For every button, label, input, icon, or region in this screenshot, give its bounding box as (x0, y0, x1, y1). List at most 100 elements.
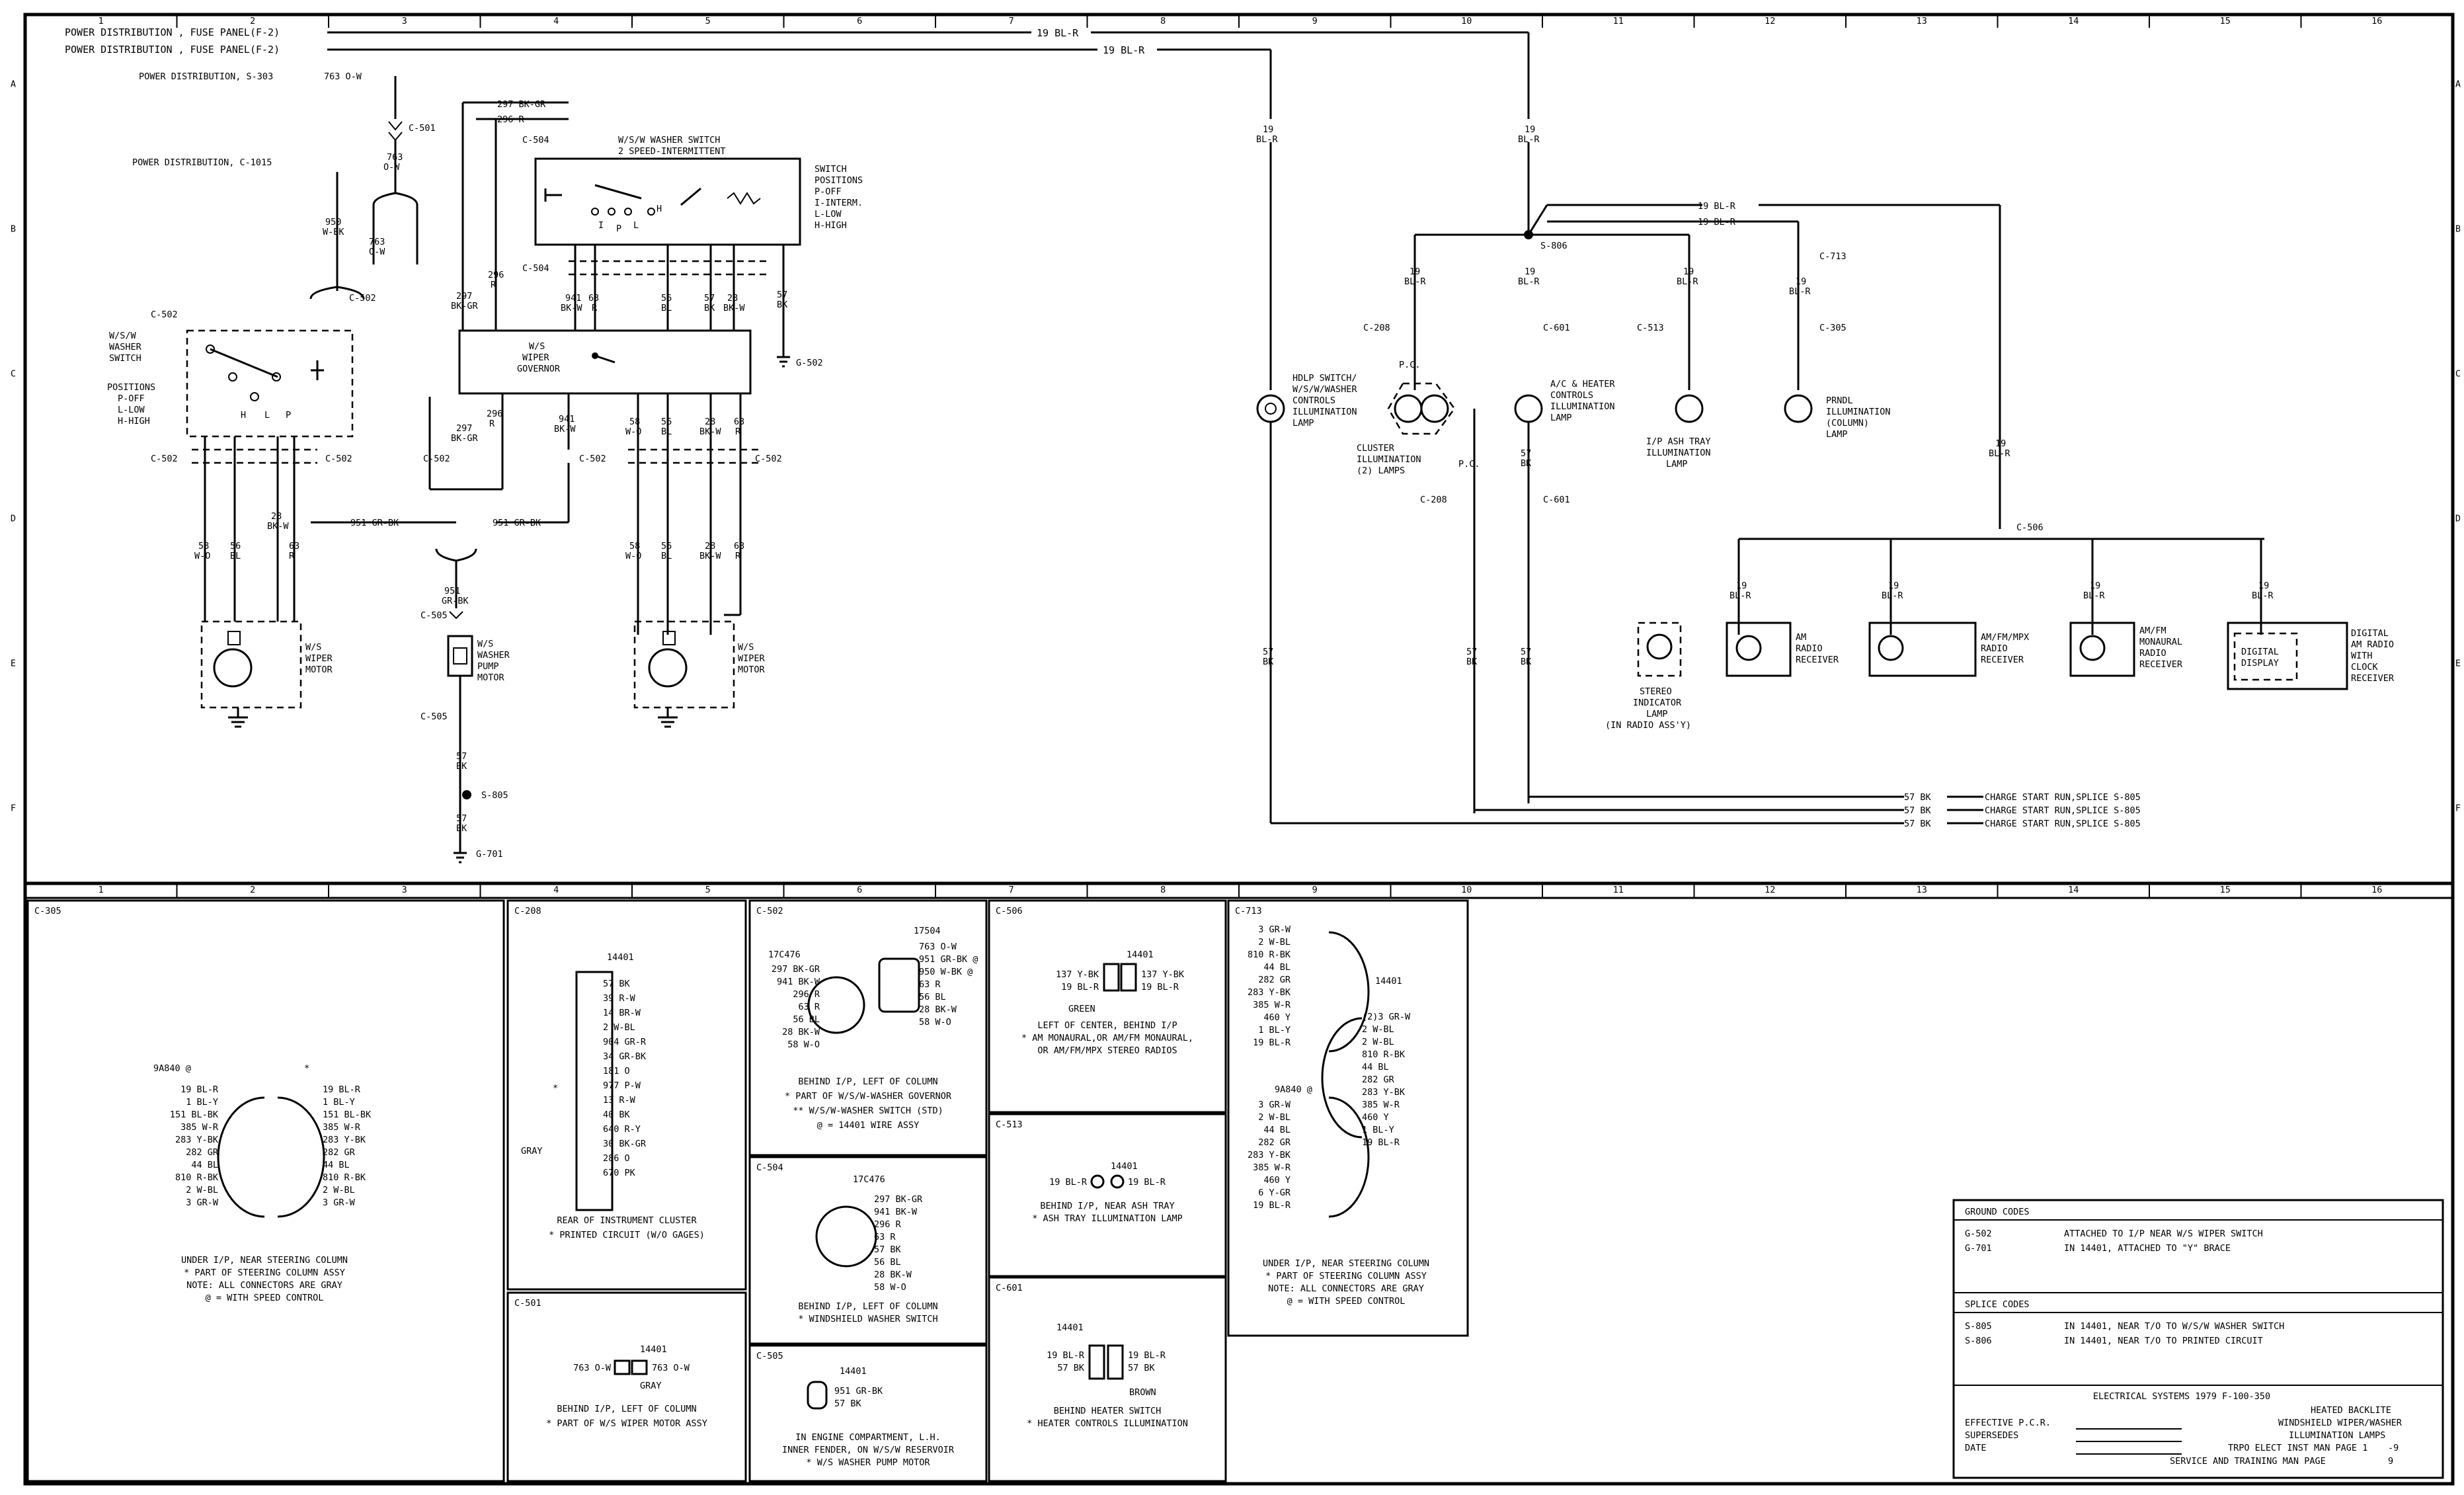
c305-left-line: 810 R-BK (175, 1172, 219, 1183)
svg-text:C-513: C-513 (996, 1119, 1023, 1130)
c504-pins-line: 56 BL (874, 1257, 901, 1268)
svg-text:19 BL-R: 19 BL-R (1698, 201, 1736, 212)
svg-text:C-501: C-501 (514, 1298, 541, 1309)
c305-caption: UNDER I/P, NEAR STEERING COLUMN* PART OF… (181, 1255, 348, 1303)
svg-text:IN 14401, NEAR T/O TO W/S/W WA: IN 14401, NEAR T/O TO W/S/W WASHER SWITC… (2064, 1321, 2284, 1332)
wiper-motor-left-box (200, 620, 302, 709)
c504-pins-line: 296 R (874, 1219, 902, 1230)
ash-tray-lamp (1675, 394, 1704, 423)
svg-text:C-505: C-505 (756, 1351, 783, 1361)
c208-pins-line: 640 R-Y (603, 1124, 641, 1135)
svg-text:G-701: G-701 (1965, 1243, 1992, 1254)
c208-pins-line: 30 BK-GR (603, 1139, 647, 1149)
svg-text:L: L (633, 220, 639, 231)
c305-right-line: 1 BL-Y (323, 1097, 355, 1108)
svg-text:14401: 14401 (1127, 950, 1154, 960)
c208-pins-line: 14 BR-W (603, 1008, 641, 1018)
wiper-motor-left (213, 648, 253, 688)
grid-col-label: 12 (1765, 885, 1775, 895)
c713-plug-bottom (1328, 1096, 1370, 1218)
c713-bl-line: 282 GR (1258, 1137, 1291, 1148)
c502-left-line: 28 BK-W (782, 1027, 820, 1037)
grid-col-label: 9 (1312, 885, 1318, 895)
svg-text:P: P (286, 410, 291, 421)
c501-cap-line: BEHIND I/P, LEFT OF COLUMN (557, 1404, 696, 1414)
c305-left-line: 3 GR-W (186, 1197, 219, 1208)
c305-right-line: 44 BL (323, 1160, 350, 1170)
panel-c502 (748, 899, 988, 1156)
c504-pins-line: 63 R (874, 1232, 896, 1242)
c601-left-line: 19 BL-R (1047, 1350, 1085, 1361)
panel-c506 (988, 899, 1227, 1113)
svg-text:14401: 14401 (1375, 976, 1402, 987)
c504-pins-line: 58 W-O (874, 1282, 906, 1293)
svg-text:P.C.: P.C. (1399, 360, 1421, 370)
c305-right-line: 282 GR (323, 1147, 356, 1158)
feed-wire-1: 19 BL-R (1037, 27, 1079, 39)
g701-tag: G-701 (476, 849, 503, 860)
grid-row-label: C (11, 369, 16, 380)
svg-text:GRAY: GRAY (521, 1146, 543, 1156)
c502-right-line: 28 BK-W (919, 1004, 957, 1015)
c505-cap-line: INNER FENDER, ON W/S/W RESERVOIR (782, 1445, 955, 1455)
grid-labels: 1122334455667788991010111112121313141415… (11, 15, 2461, 898)
c713-r-line: 2 W-BL (1362, 1037, 1394, 1047)
grid-row-label: D (11, 514, 16, 524)
cluster-pc-outline (1387, 382, 1456, 435)
panel-c713 (1227, 899, 1469, 1337)
c502-cap-line: @ = 14401 WIRE ASSY (817, 1120, 919, 1131)
c505-cap-line: IN ENGINE COMPARTMENT, L.H. (795, 1432, 940, 1443)
digital-display-box (2233, 632, 2298, 681)
c305-left-line: 19 BL-R (180, 1084, 219, 1095)
wire-951-b: 951 GR-BK (493, 518, 541, 528)
panel-c601 (988, 1276, 1227, 1482)
grid-col-label: 3 (402, 885, 407, 895)
panel-c305 (26, 899, 505, 1482)
grid-col-label: 16 (2371, 16, 2382, 26)
c513-cap-line: BEHIND I/P, NEAR ASH TRAY (1040, 1201, 1174, 1211)
svg-text:H: H (656, 204, 662, 214)
c513-tag: C-513 (1637, 323, 1664, 333)
c208-pins-line: 40 BK (603, 1110, 631, 1120)
grid-row-label: F (2455, 803, 2461, 814)
grid-col-label: 10 (1461, 16, 1472, 26)
svg-text:SERVICE AND TRAINING MAN PAGE: SERVICE AND TRAINING MAN PAGE (2170, 1456, 2326, 1467)
c713-tl-line: 3 GR-W (1258, 924, 1291, 935)
svg-text:HEATED BACKLITE: HEATED BACKLITE (2311, 1405, 2391, 1416)
grid-col-label: 7 (1009, 885, 1014, 895)
s806-tag: S-806 (1540, 241, 1568, 251)
c506-cap-line: * AM MONAURAL,OR AM/FM MONAURAL, (1021, 1033, 1193, 1043)
grid-col-label: 15 (2220, 885, 2231, 895)
grid-row-label: B (11, 224, 16, 235)
svg-text:-9: -9 (2388, 1443, 2399, 1453)
c502-caption: BEHIND I/P, LEFT OF COLUMN* PART OF W/S/… (785, 1076, 952, 1131)
c504-plug (815, 1205, 877, 1268)
digital-radio-box (2227, 622, 2348, 690)
c208-connector (575, 971, 614, 1211)
ground-codes-title: GROUND CODES (1965, 1207, 2030, 1217)
grid-col-label: 13 (1917, 16, 1927, 26)
grid-col-label: 5 (705, 885, 711, 895)
c713-caption: UNDER I/P, NEAR STEERING COLUMN* PART OF… (1263, 1258, 1429, 1307)
grid-col-label: 13 (1917, 885, 1927, 895)
c506-right-line: 19 BL-R (1141, 982, 1179, 992)
c502-left-line: 941 BK-W (777, 977, 820, 987)
c713-bl-line: 3 GR-W (1258, 1100, 1291, 1110)
svg-text:ILLUMINATION LAMPS: ILLUMINATION LAMPS (2289, 1430, 2385, 1441)
c713-r-line: 385 W-R (1362, 1100, 1400, 1110)
svg-text:63R: 63R (734, 417, 744, 437)
s805-tag: S-805 (481, 790, 508, 801)
